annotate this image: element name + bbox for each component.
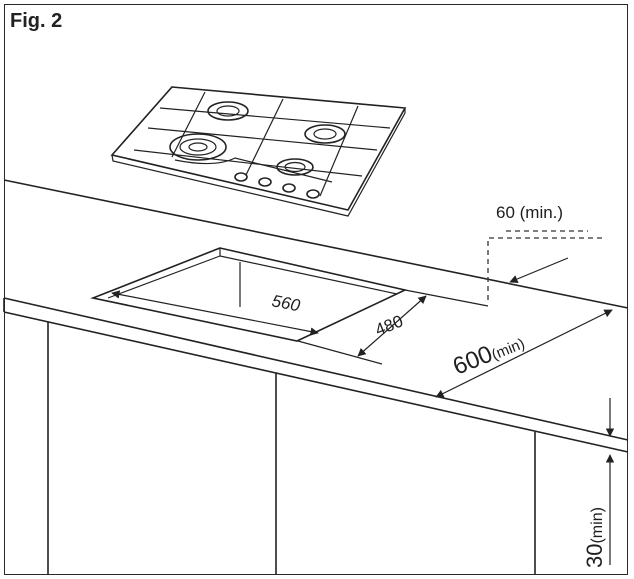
worktop-back-edge xyxy=(3,179,629,309)
dimension-60-min: 60 (min.) xyxy=(487,203,604,300)
figure-label: Fig. 2 xyxy=(10,10,63,32)
burner-front-left-wok xyxy=(169,133,227,161)
hob-top-surface xyxy=(110,86,407,211)
cutout-opening xyxy=(90,247,408,342)
clearance-arrow xyxy=(509,257,569,283)
hob-illustration xyxy=(110,86,407,217)
cutout-outline xyxy=(90,247,408,342)
dimension-arrow xyxy=(111,290,319,336)
cutout-inner-left-wall xyxy=(107,255,221,299)
dimension-arrow xyxy=(435,309,613,398)
dimension-30-min: 30(min) xyxy=(582,398,615,568)
hob-grid-line xyxy=(147,127,378,151)
hob-grid-line xyxy=(159,107,391,129)
dimension-arrow xyxy=(357,295,427,357)
hob-grid-line xyxy=(133,149,363,177)
burner-rear-right xyxy=(304,124,346,144)
dimension-600-min: 600(min) xyxy=(435,309,613,398)
cabinet xyxy=(47,322,536,575)
knob xyxy=(282,183,296,193)
wall-outline-dashed xyxy=(487,237,604,300)
extension-line xyxy=(297,340,383,365)
worktop xyxy=(3,179,629,453)
control-knobs xyxy=(234,172,320,199)
wall-clearance-label: 60 (min.) xyxy=(496,203,563,222)
cutout-depth-label: 480 xyxy=(372,311,405,339)
worktop-front-bottom-edge xyxy=(3,311,629,453)
dimension-560: 560 xyxy=(111,290,319,336)
hob-edge xyxy=(111,108,406,217)
hob-grid-line xyxy=(319,105,359,197)
figure-border xyxy=(4,4,628,575)
worktop-depth-label: 600(min) xyxy=(449,328,528,381)
burner-front-right xyxy=(276,158,314,176)
burner-rear-left xyxy=(207,101,249,121)
vertical-clearance-label: 30(min) xyxy=(582,507,607,568)
extension-line xyxy=(404,289,489,307)
knob xyxy=(258,177,272,187)
hob-grid-line xyxy=(171,91,206,158)
control-panel-edge xyxy=(174,157,333,183)
knob xyxy=(306,189,320,199)
cutout-length-label: 560 xyxy=(270,291,302,315)
worktop-front-top-edge xyxy=(3,297,629,441)
hob-grid-line xyxy=(245,98,284,176)
knob xyxy=(234,172,248,182)
